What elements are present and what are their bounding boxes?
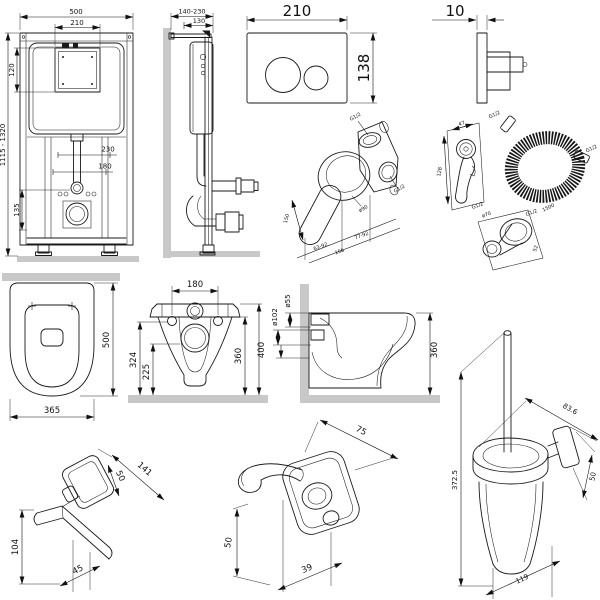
toilet-dim-360-label: 360: [234, 348, 244, 364]
toilet-width-label: 365: [44, 406, 60, 416]
mixer-dim-c-label: 77-92: [354, 231, 370, 242]
paper-holder-width-label: 141: [135, 460, 154, 478]
frame-dim-230-label: 230: [101, 146, 114, 154]
brush-depth-label: 119: [514, 573, 530, 586]
toilet-inlet-label: ø55: [284, 294, 292, 307]
toilet-dim-225-label: 225: [142, 364, 152, 380]
bolt-mark-left: [28, 302, 36, 310]
paper-holder-height-label: 104: [11, 539, 21, 555]
frame-dim-135-label: 135: [13, 203, 21, 216]
toilet-outlet-label: ø102: [271, 308, 279, 326]
toilet-side-view: ø55 ø102 360: [271, 284, 440, 403]
mixer-side-thread-label: G1/2: [393, 184, 406, 195]
frame-side-view: 140-230 130: [163, 8, 260, 258]
toilet-dim-324-label: 324: [129, 352, 139, 368]
frame-opening-width-label: 210: [70, 19, 83, 27]
toilet-bolt-spacing-label: 180: [187, 280, 203, 290]
plate-width-label: 210: [283, 2, 312, 20]
mixer-dim-b-label: 106: [334, 248, 345, 257]
hose-thread-a-label: G1/2: [488, 110, 501, 120]
hose-thread-b-label: G1/2: [585, 144, 598, 154]
hygienic-shower-set-view: 47 128 G1/2 G1/2 G1/2 1500 ø70 G1/2 52: [436, 110, 598, 271]
frame-opening-height-label: 120: [8, 63, 16, 76]
toilet-side-height-label: 360: [430, 342, 440, 358]
toilet-top-view: 500 365: [2, 273, 120, 421]
hook-depth-label: 39: [300, 562, 314, 575]
wall-elbow-diameter-label: ø70: [481, 211, 492, 220]
hook-width-label: 75: [354, 424, 368, 438]
hand-shower-width-label: 47: [458, 120, 466, 128]
brush-plate-label: 50: [588, 471, 598, 481]
frame-width-label: 500: [69, 8, 82, 16]
frame-depth-label: 130: [193, 17, 205, 25]
frame-depth-range-label: 140-230: [178, 8, 205, 16]
frame-dim-180-label: 180: [98, 163, 111, 171]
paper-holder-view: 141 50 104 45: [11, 448, 165, 592]
bolt-mark-right: [68, 302, 76, 310]
wall-elbow-thread-label: G1/2: [525, 208, 538, 218]
paper-holder-plate-label: 50: [113, 469, 127, 483]
frame-height-range-label: 1115 - 1320: [0, 124, 7, 167]
toilet-dim-400-label: 400: [257, 342, 267, 358]
hand-shower-thread-label: G1/2: [471, 201, 484, 211]
flush-plate-side-view: 10: [432, 2, 528, 104]
toilet-rear-view: 180 324 225 360 400: [128, 280, 268, 403]
flush-plate-front-view: 210 138: [246, 2, 377, 104]
mixer-top-thread-label: G1/2: [349, 112, 362, 123]
robe-hook-view: 75 50 39: [223, 419, 399, 592]
hand-shower-height-label: 128: [436, 167, 444, 177]
toilet-length-label: 500: [102, 332, 112, 348]
brush-holder-view: 372.5 83.6 50 119: [451, 330, 599, 599]
brush-width-label: 83.6: [561, 402, 579, 417]
hook-height-label: 50: [223, 536, 235, 548]
mixer-dim-a-label: 63-92: [313, 242, 329, 253]
wall-elbow-depth-label: 52: [532, 245, 540, 253]
plate-height-label: 138: [355, 54, 373, 83]
brush-height-label: 372.5: [451, 470, 459, 490]
mixer-diameter-label: ø90: [358, 204, 369, 214]
shower-mixer-view: G1/2 G1/2 ø90 150 63-92 106 77-92: [283, 112, 406, 264]
paper-holder-depth-label: 45: [71, 563, 85, 577]
mixer-height-label: 150: [283, 213, 291, 224]
plate-thickness-label: 10: [445, 2, 464, 20]
frame-front-view: 500 210 120 1115 - 1320 230 180 135: [0, 8, 139, 262]
hose-length-label: 1500: [542, 203, 556, 214]
